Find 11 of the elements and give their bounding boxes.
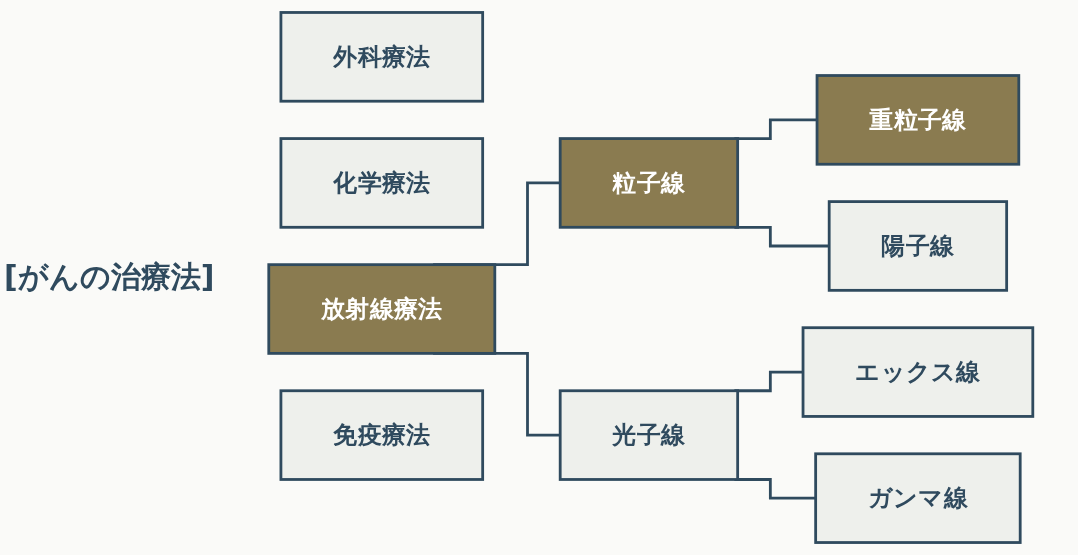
node-box: ガンマ線 xyxy=(814,452,1022,544)
node-box: 外科療法 xyxy=(279,11,485,103)
node-box: 粒子線 xyxy=(559,137,740,229)
node-box: 陽子線 xyxy=(828,200,1009,292)
node-box: 免疫療法 xyxy=(279,389,485,481)
node-box: 放射線療法 xyxy=(267,263,497,355)
node-box: 光子線 xyxy=(559,389,740,481)
diagram-title: [がんの治療法] xyxy=(3,258,216,296)
node-box: 重粒子線 xyxy=(816,74,1021,166)
node-box: 化学療法 xyxy=(279,137,485,229)
node-box: エックス線 xyxy=(802,326,1035,418)
